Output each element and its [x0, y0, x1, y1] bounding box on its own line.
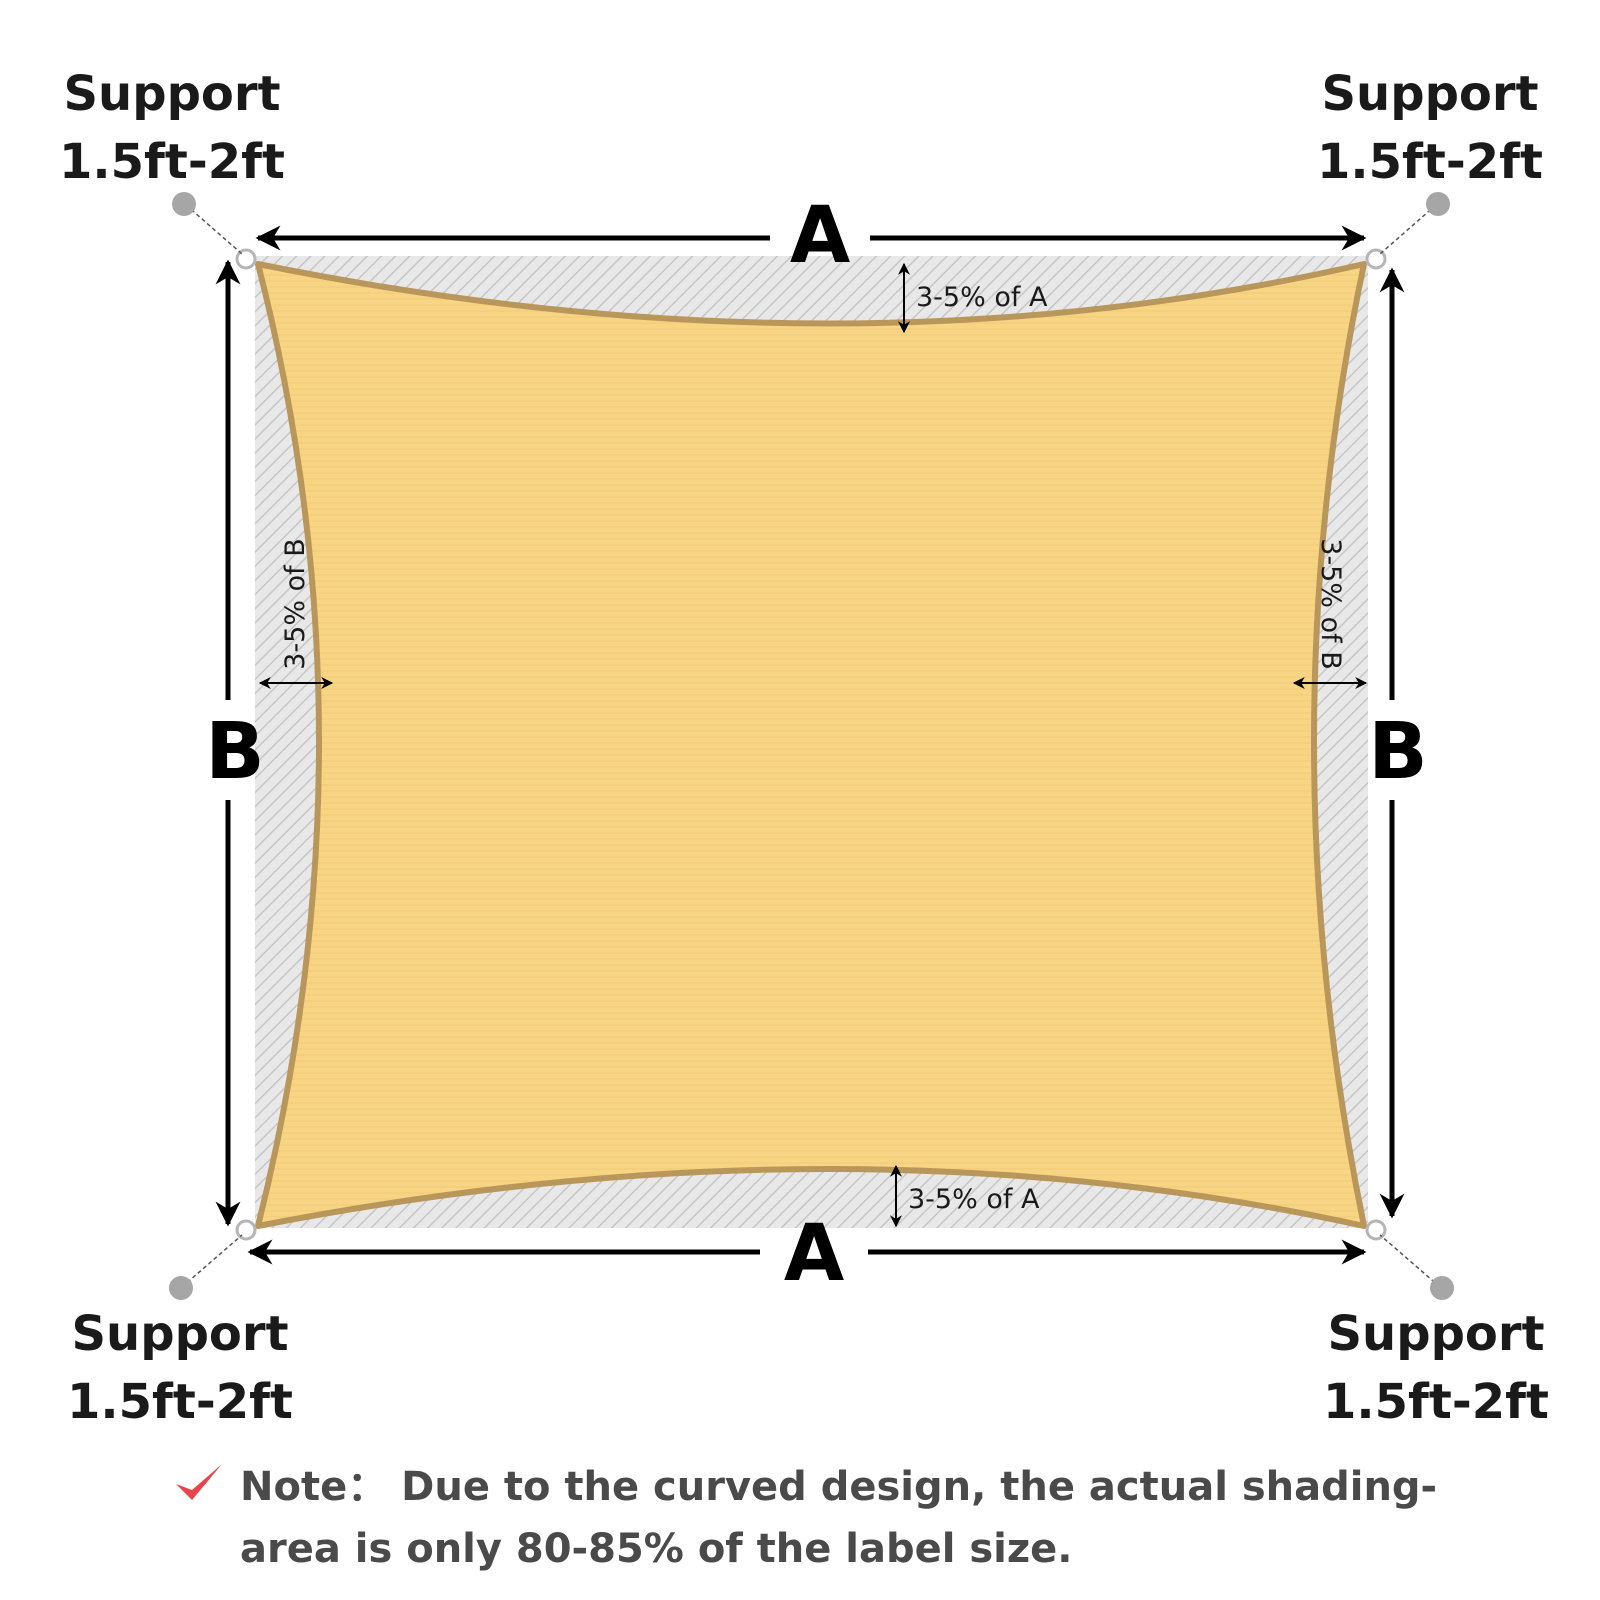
- corner-ring-bottom-left: [235, 1219, 257, 1241]
- corner-ring-top-left: [235, 248, 257, 270]
- support-range-bottom-left: 1.5ft-2ft: [67, 1374, 293, 1430]
- sag-label-right: 3-5% of B: [1315, 538, 1346, 669]
- check-icon: [176, 1464, 222, 1500]
- support-range-top-right: 1.5ft-2ft: [1317, 134, 1543, 190]
- support-dot-top-right: [1426, 192, 1450, 216]
- support-line-top-right: [1379, 204, 1437, 255]
- dimension-label-top: A: [790, 191, 850, 281]
- sail-fabric: [255, 261, 1367, 1229]
- support-dot-bottom-left: [169, 1276, 193, 1300]
- support-title-bottom-right: Support: [1327, 1306, 1544, 1362]
- corner-ring-bottom-right: [1365, 1219, 1387, 1241]
- corner-ring-top-right: [1365, 248, 1387, 270]
- support-line-top-left: [185, 204, 243, 255]
- support-line-bottom-left: [181, 1234, 243, 1288]
- support-title-top-right: Support: [1321, 66, 1538, 122]
- note-body: Due to the curved design, the actual sha…: [240, 1464, 1438, 1572]
- sag-label-left: 3-5% of B: [280, 538, 311, 669]
- note-prefix: Note：: [240, 1464, 388, 1510]
- sag-label-bottom: 3-5% of A: [908, 1184, 1040, 1215]
- support-dot-bottom-right: [1430, 1276, 1454, 1300]
- dimension-label-right: B: [1368, 707, 1427, 797]
- support-line-bottom-right: [1379, 1234, 1441, 1288]
- support-range-bottom-right: 1.5ft-2ft: [1323, 1374, 1549, 1430]
- dimension-label-bottom: A: [784, 1209, 844, 1299]
- support-dot-top-left: [172, 192, 196, 216]
- note-text: Note： Due to the curved design, the actu…: [240, 1456, 1500, 1580]
- dimension-label-left: B: [205, 707, 264, 797]
- sag-label-top: 3-5% of A: [916, 282, 1048, 313]
- support-range-top-left: 1.5ft-2ft: [59, 134, 285, 190]
- support-title-bottom-left: Support: [71, 1306, 288, 1362]
- support-title-top-left: Support: [63, 66, 280, 122]
